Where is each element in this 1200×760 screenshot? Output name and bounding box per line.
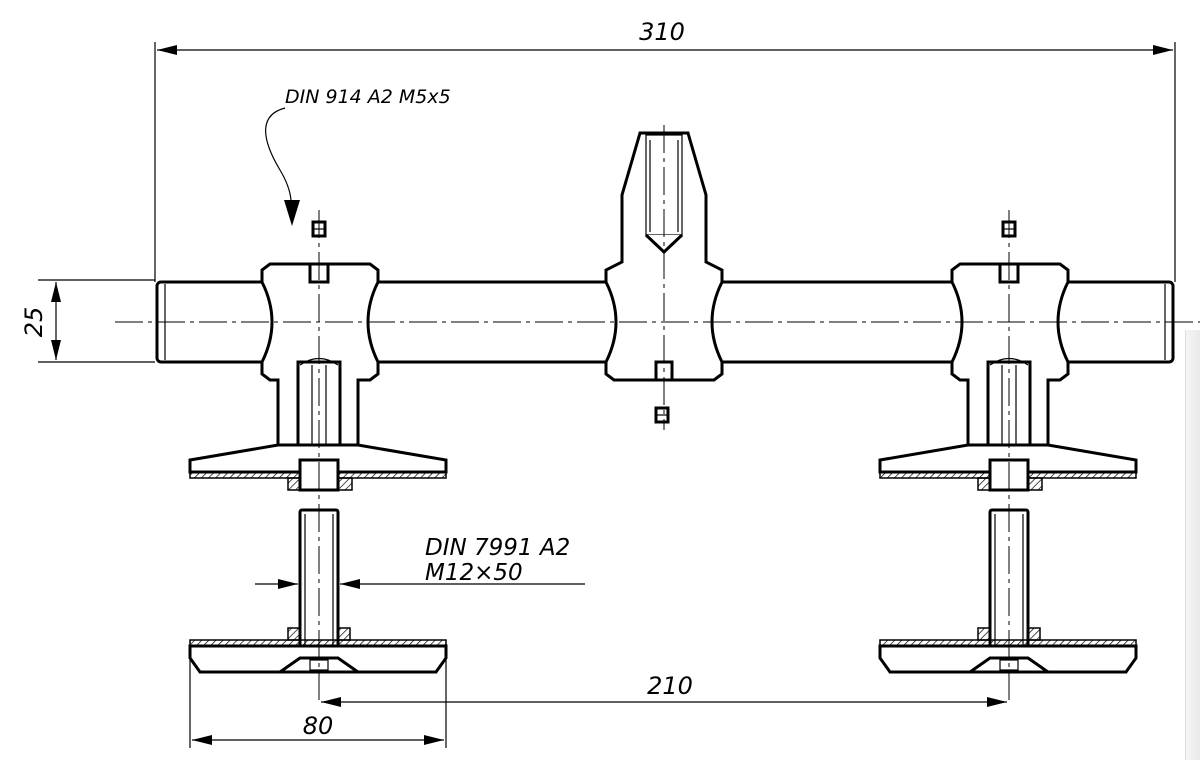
right-upper-foot [878, 443, 1138, 492]
center-lines [115, 125, 1200, 700]
dimension-bar-height: 25 [20, 279, 155, 363]
bolt-size-label: M12×50 [425, 560, 523, 586]
left-upper-foot [188, 443, 448, 492]
set-screw-callout: DIN 914 A2 M5x5 [265, 86, 451, 226]
left-clamp [260, 262, 380, 462]
dimension-foot-spacing: 210 [321, 672, 1007, 707]
right-bolt [988, 508, 1030, 662]
right-clamp [950, 262, 1070, 462]
page-edge-shadow [1185, 330, 1200, 760]
dimension-foot-spacing-label: 210 [647, 672, 693, 700]
bolt-standard-label: DIN 7991 A2 [425, 535, 570, 561]
center-set-screw [654, 406, 670, 424]
right-lower-foot [878, 627, 1138, 674]
set-screw-callout-label: DIN 914 A2 M5x5 [285, 86, 451, 108]
dimension-overall-length-label: 310 [639, 18, 685, 46]
dimension-overall-length: 310 [154, 18, 1176, 282]
bolt-callout: DIN 7991 A2 M12×50 [255, 535, 585, 589]
dimension-foot-diameter: 80 [189, 660, 447, 748]
dimension-foot-diameter-label: 80 [303, 712, 334, 740]
dimension-bar-height-label: 25 [20, 307, 48, 338]
